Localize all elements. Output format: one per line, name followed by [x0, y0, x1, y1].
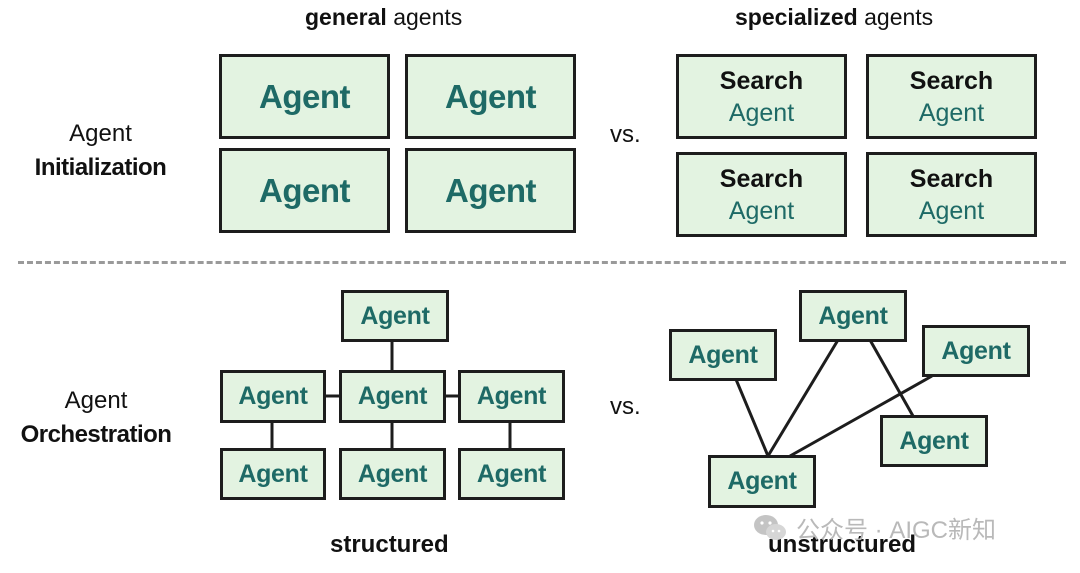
section-divider — [18, 261, 1066, 264]
initialization-row-label: Agent Initialization — [34, 120, 167, 181]
agent-label: Agent — [727, 467, 797, 495]
general-agent-box: Agent — [219, 148, 390, 233]
edge-u-top-to-bottom — [766, 339, 840, 457]
structured-node: Agent — [220, 448, 326, 500]
unstructured-node: Agent — [669, 329, 777, 381]
agent-role-label: Search — [719, 66, 804, 95]
structured-node: Agent — [458, 370, 565, 423]
agent-label: Agent — [918, 196, 985, 225]
watermark: 公众号 · AIGC新知 — [752, 510, 996, 545]
specialized-agent-box: Search Agent — [676, 54, 847, 139]
structured-root-node: Agent — [341, 290, 449, 342]
agent-label: Agent — [360, 301, 430, 330]
agent-label: Agent — [918, 98, 985, 127]
agent-label: Agent — [899, 426, 969, 455]
unstructured-node: Agent — [708, 455, 816, 508]
wechat-icon — [752, 513, 788, 543]
agent-label: Agent — [688, 340, 758, 369]
agent-label: Agent — [238, 459, 308, 488]
edge-u-left-to-bottom — [733, 376, 770, 457]
vs-label-bottom: vs. — [610, 393, 641, 420]
agent-label: Agent — [818, 301, 888, 330]
structured-label: structured — [330, 531, 449, 558]
agent-role-label: Search — [909, 164, 994, 193]
unstructured-node: Agent — [880, 415, 988, 467]
agent-label: Agent — [357, 382, 428, 410]
general-agents-header: general agents — [305, 4, 463, 30]
agent-label: Agent — [728, 196, 795, 225]
agent-label: Agent — [238, 382, 308, 410]
unstructured-node: Agent — [799, 290, 907, 342]
structured-node: Agent — [339, 370, 446, 423]
agent-label: Agent — [445, 171, 537, 209]
agent-label: Agent — [941, 336, 1011, 365]
edge-u-right-to-bottom — [789, 374, 933, 458]
agent-label: Agent — [357, 459, 428, 488]
structured-node: Agent — [458, 448, 565, 500]
agent-role-label: Search — [719, 164, 804, 193]
structured-node: Agent — [220, 370, 326, 423]
agent-label: Agent — [259, 171, 351, 209]
general-agent-box: Agent — [405, 148, 576, 233]
agent-label: Agent — [476, 382, 547, 410]
specialized-agent-box: Search Agent — [866, 54, 1037, 139]
agent-role-label: Search — [909, 66, 994, 95]
general-agent-box: Agent — [219, 54, 390, 139]
structured-node: Agent — [339, 448, 446, 500]
agent-label: Agent — [728, 98, 795, 127]
watermark-text: 公众号 · AIGC新知 — [796, 517, 997, 544]
vs-label-top: vs. — [610, 121, 641, 148]
unstructured-node: Agent — [922, 325, 1030, 377]
agent-label: Agent — [476, 459, 547, 488]
agent-label: Agent — [259, 77, 351, 115]
specialized-agents-header: specialized agents — [735, 4, 934, 30]
specialized-agent-box: Search Agent — [676, 152, 847, 237]
agent-label: Agent — [445, 77, 537, 115]
orchestration-row-label: Agent Orchestration — [20, 387, 172, 448]
general-agent-box: Agent — [405, 54, 576, 139]
edge-u-top-to-lowright — [868, 339, 915, 417]
unstructured-label: unstructured — [768, 531, 917, 558]
specialized-agent-box: Search Agent — [866, 152, 1037, 237]
